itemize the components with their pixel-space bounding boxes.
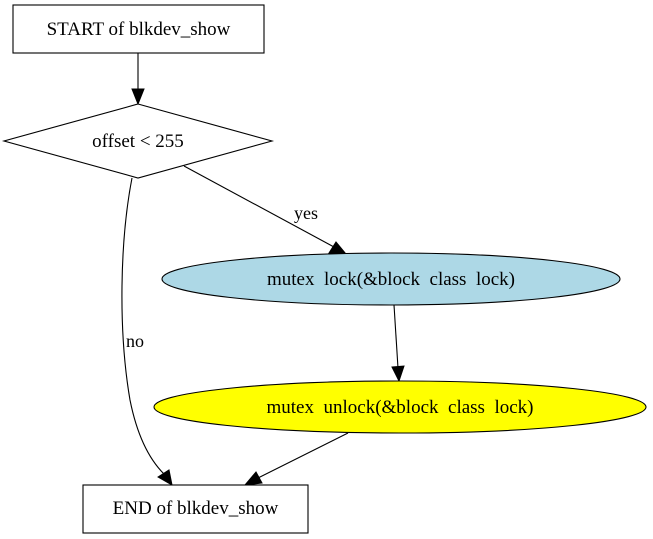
- end-box: [82, 484, 309, 534]
- mutex-lock-ellipse: [161, 252, 621, 306]
- mutex-unlock-label: mutex unlock(&block class lock): [267, 397, 534, 418]
- condition-diamond: [1, 103, 275, 179]
- edge-condition-to-lock: yes: [183, 165, 348, 255]
- edge-line: [121, 177, 165, 475]
- arrow-head-icon: [243, 471, 263, 486]
- edge-unlock-to-end: [243, 432, 349, 486]
- node-condition: offset < 255: [1, 103, 275, 179]
- edge-condition-to-end: no: [121, 177, 173, 486]
- mutex-lock-label: mutex lock(&block class lock): [267, 269, 515, 290]
- node-mutex-unlock: mutex unlock(&block class lock): [153, 380, 647, 434]
- arrow-head-icon: [131, 88, 145, 106]
- start-label: START of blkdev_show: [47, 19, 231, 40]
- node-end: END of blkdev_show: [82, 484, 309, 534]
- edge-label-yes: yes: [294, 203, 318, 223]
- edge-line: [257, 432, 349, 479]
- node-mutex-lock: mutex lock(&block class lock): [161, 252, 621, 306]
- edge-line: [393, 304, 399, 369]
- arrow-head-icon: [328, 241, 348, 255]
- edge-lock-to-unlock: [391, 304, 405, 383]
- arrow-head-icon: [391, 365, 405, 383]
- end-label: END of blkdev_show: [113, 498, 279, 519]
- edge-label-no: no: [126, 331, 144, 351]
- node-start: START of blkdev_show: [12, 4, 265, 54]
- edge-line: [183, 165, 335, 248]
- edge-start-to-condition: [131, 53, 145, 106]
- start-box: [12, 4, 265, 54]
- condition-label: offset < 255: [92, 131, 184, 152]
- mutex-unlock-ellipse: [153, 380, 647, 434]
- arrow-head-icon: [157, 469, 173, 486]
